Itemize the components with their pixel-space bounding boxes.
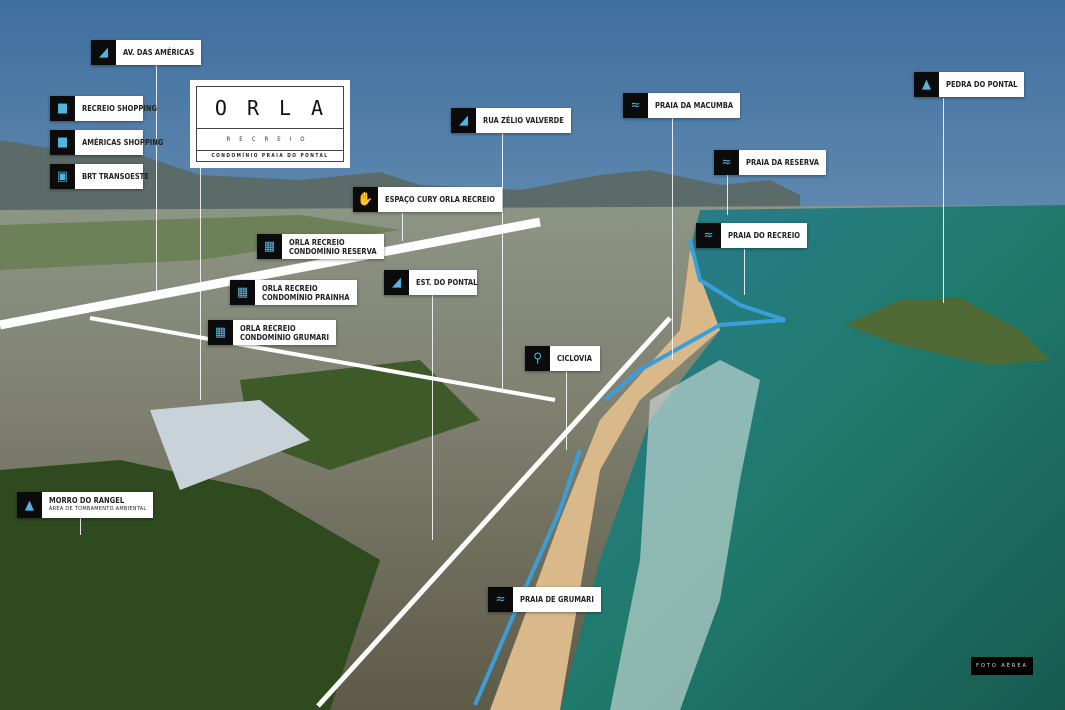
poi-ciclovia[interactable]: ⚲CICLOVIA [525, 346, 600, 371]
orla-logo: ORLA RECREIO CONDOMÍNIO PRAIA DO PONTAL [190, 80, 350, 168]
leader-line [80, 518, 81, 535]
building-icon: ▦ [208, 320, 233, 345]
shopping-bag-icon: ■ [50, 96, 75, 121]
poi-americas-shopping[interactable]: ■AMÉRICAS SHOPPING [50, 130, 163, 155]
leader-line [402, 213, 403, 241]
logo-caption: CONDOMÍNIO PRAIA DO PONTAL [211, 153, 329, 159]
leader-line [432, 295, 433, 540]
swimmer-icon: ≈ [623, 93, 648, 118]
leader-line [502, 133, 503, 390]
poi-praia-macumba[interactable]: ≈PRAIA DA MACUMBA [623, 93, 741, 118]
poi-brt[interactable]: ▣BRT TRANSOESTE [50, 164, 149, 189]
leader-line [672, 118, 673, 360]
photo-caption: FOTO AÉREA [971, 657, 1033, 675]
leader-line [727, 175, 728, 215]
logo-title: ORLA [197, 87, 343, 129]
leader-line [156, 64, 157, 292]
poi-est-pontal[interactable]: ◢EST. DO PONTAL [384, 270, 477, 295]
swimmer-icon: ≈ [714, 150, 739, 175]
building-icon: ▦ [230, 280, 255, 305]
poi-praia-reserva[interactable]: ≈PRAIA DA RESERVA [714, 150, 827, 175]
mountain-icon: ▲ [914, 72, 939, 97]
leader-line [200, 168, 201, 400]
poi-praia-grumari[interactable]: ≈PRAIA DE GRUMARI [488, 587, 601, 612]
bicycle-icon: ⚲ [525, 346, 550, 371]
swimmer-icon: ≈ [696, 223, 721, 248]
poi-av-americas[interactable]: ◢AV. DAS AMÉRICAS [91, 40, 202, 65]
road-icon: ◢ [91, 40, 116, 65]
poi-pedra-pontal[interactable]: ▲PEDRA DO PONTAL [914, 72, 1025, 97]
swimmer-icon: ≈ [488, 587, 513, 612]
road-icon: ◢ [384, 270, 409, 295]
poi-praia-recreio[interactable]: ≈PRAIA DO RECREIO [696, 223, 807, 248]
leader-line [744, 249, 745, 295]
mountain-icon: ▲ [17, 492, 42, 518]
poi-recreio-shopping[interactable]: ■RECREIO SHOPPING [50, 96, 157, 121]
leader-line [943, 98, 944, 303]
poi-rua-zelio[interactable]: ◢RUA ZÉLIO VALVERDE [451, 108, 571, 133]
building-icon: ▦ [257, 234, 282, 259]
shopping-bag-icon: ■ [50, 130, 75, 155]
bus-icon: ▣ [50, 164, 75, 189]
handshake-icon: ✋ [353, 187, 378, 212]
logo-subtitle: RECREIO [197, 129, 343, 151]
poi-espaco-cury[interactable]: ✋ESPAÇO CURY ORLA RECREIO [353, 187, 503, 212]
leader-line [566, 370, 567, 450]
road-icon: ◢ [451, 108, 476, 133]
